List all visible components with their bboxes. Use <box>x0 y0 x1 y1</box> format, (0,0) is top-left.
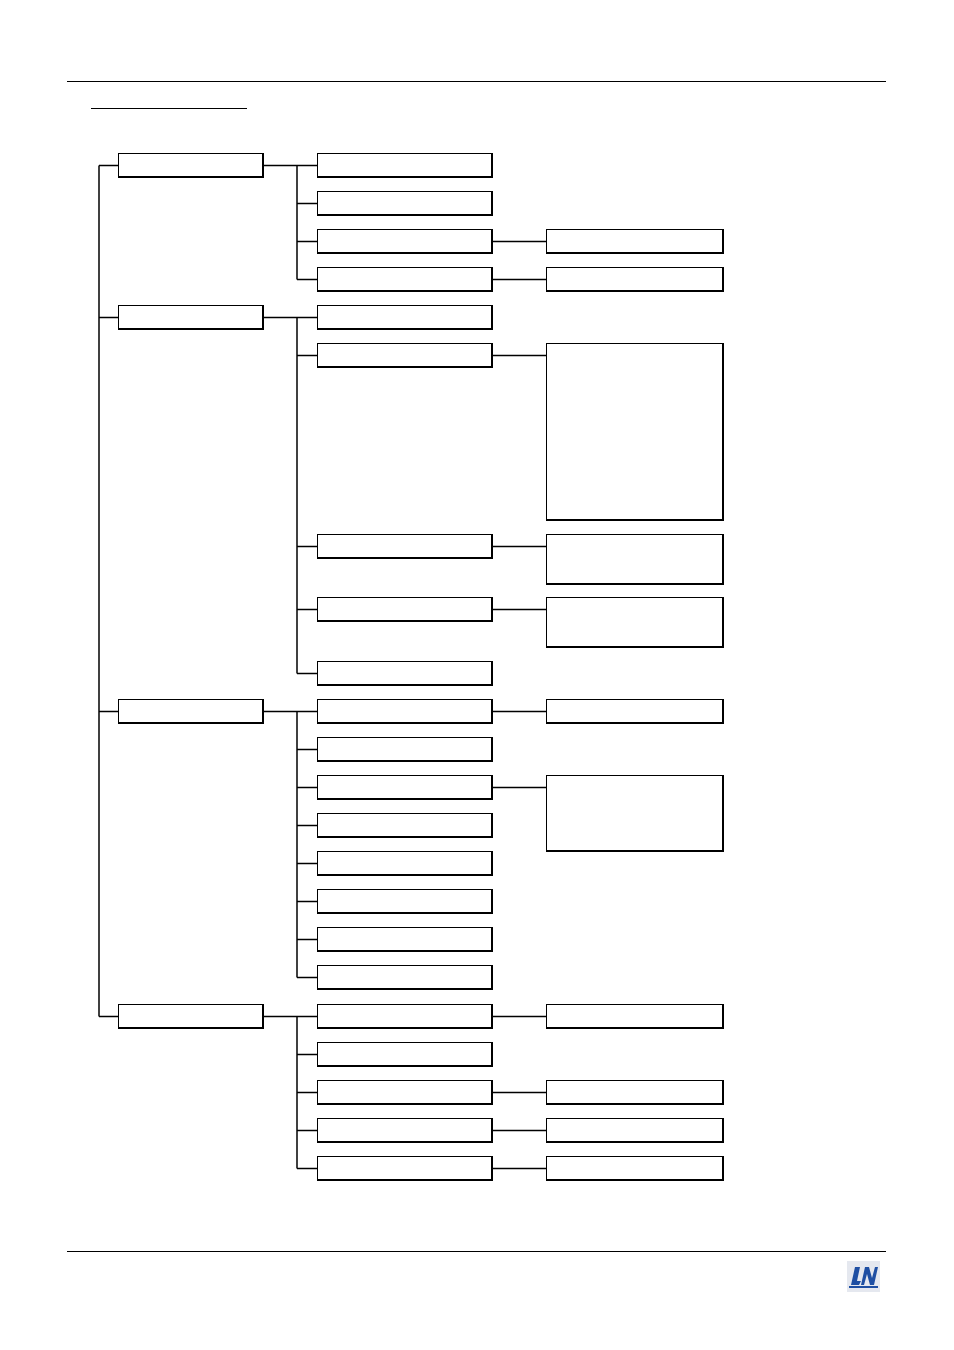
submenu-node <box>317 889 493 914</box>
submenu-node <box>317 597 493 622</box>
option-node <box>546 597 724 648</box>
submenu-node <box>317 1118 493 1143</box>
submenu-node <box>317 1004 493 1029</box>
submenu-node <box>317 699 493 724</box>
option-node <box>546 229 724 254</box>
submenu-node <box>317 965 493 990</box>
company-logo-icon <box>847 1261 880 1292</box>
submenu-node <box>317 534 493 559</box>
option-node <box>546 534 724 585</box>
submenu-node <box>317 153 493 178</box>
submenu-node <box>317 191 493 216</box>
option-node <box>546 343 724 521</box>
submenu-node <box>317 661 493 686</box>
section-title-underline <box>91 108 247 109</box>
submenu-node <box>317 737 493 762</box>
submenu-node <box>317 813 493 838</box>
option-node <box>546 1004 724 1029</box>
footer-rule <box>67 1251 886 1252</box>
option-node <box>546 267 724 292</box>
option-node <box>546 775 724 852</box>
submenu-node <box>317 775 493 800</box>
menu-node <box>118 305 264 330</box>
submenu-node <box>317 1080 493 1105</box>
submenu-node <box>317 851 493 876</box>
option-node <box>546 1080 724 1105</box>
option-node <box>546 1156 724 1181</box>
submenu-node <box>317 229 493 254</box>
submenu-node <box>317 267 493 292</box>
option-node <box>546 699 724 724</box>
submenu-node <box>317 927 493 952</box>
menu-node <box>118 699 264 724</box>
submenu-node <box>317 1156 493 1181</box>
submenu-node <box>317 343 493 368</box>
option-node <box>546 1118 724 1143</box>
submenu-node <box>317 1042 493 1067</box>
menu-node <box>118 153 264 178</box>
header-rule <box>67 81 886 82</box>
menu-node <box>118 1004 264 1029</box>
submenu-node <box>317 305 493 330</box>
